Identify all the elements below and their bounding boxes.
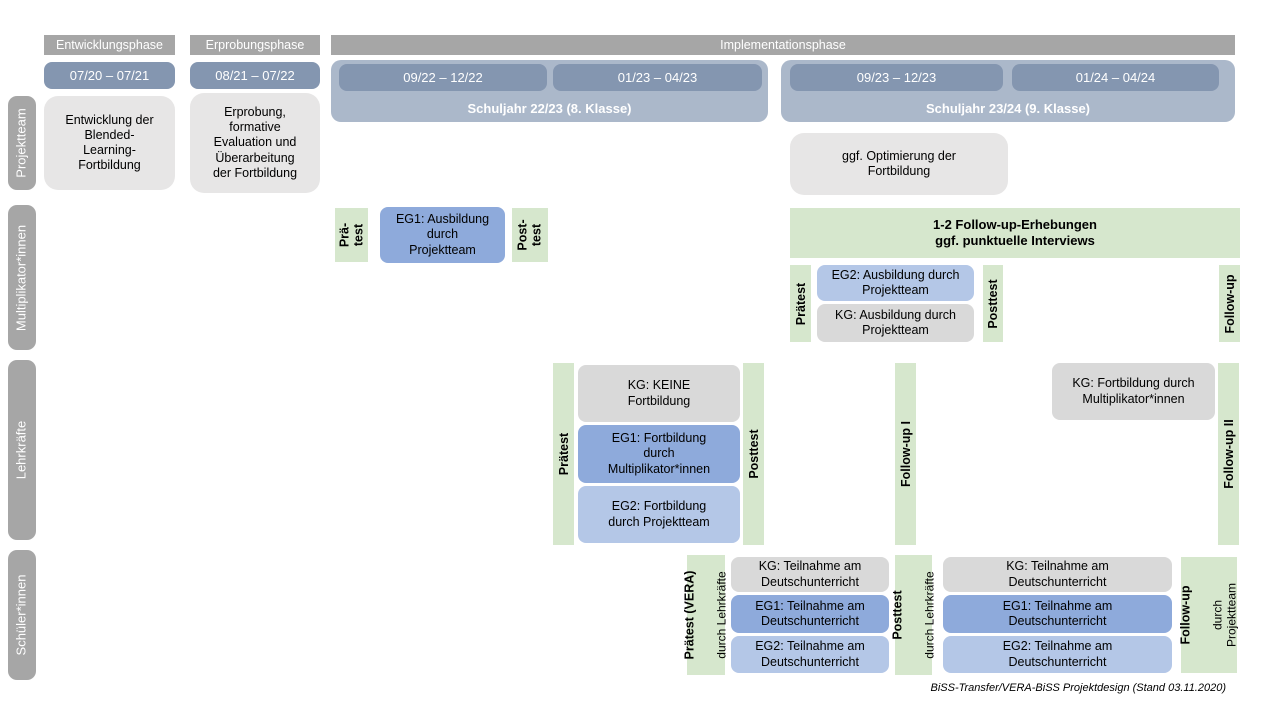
box-eg2-fortbildung-projektteam: EG2: Fortbildung durch Projektteam: [578, 486, 740, 543]
box-eg1-ausbildung-projektteam: EG1: Ausbildung durch Projektteam: [380, 207, 505, 263]
box-eg2-teilnahme-2: EG2: Teilnahme am Deutschunterricht: [943, 636, 1172, 673]
row-label-schuelerinnen: Schüler*innen: [8, 550, 36, 680]
testbar-followup2-lehrkraefte: Follow-up II: [1218, 363, 1239, 545]
schuljahr-2324-label: Schuljahr 23/24 (9. Klasse): [925, 101, 1091, 116]
testbar-posttest-lehrkraefte-text: Posttest: [746, 429, 761, 479]
testbar-praetest-lehrkraefte-text: Prätest: [556, 432, 571, 476]
box-optimierung-fortbildung: ggf. Optimierung der Fortbildung: [790, 133, 1008, 195]
testbar-praetest-multiplikatoren-1: Prä- test: [335, 208, 368, 262]
testbar-followup-multiplikatoren-text: Follow-up: [1222, 273, 1237, 334]
phase-entwicklungsphase: Entwicklungsphase: [44, 35, 175, 55]
box-eg1-fortbildung-multiplikatoren: EG1: Fortbildung durch Multiplikator*inn…: [578, 425, 740, 483]
schuljahr-2223-container: 09/22 – 12/22 01/23 – 04/23 Schuljahr 22…: [331, 60, 768, 122]
box-eg1-teilnahme-1: EG1: Teilnahme am Deutschunterricht: [731, 595, 889, 633]
testbar-posttest-multiplikatoren-1-text: Post- test: [515, 219, 544, 251]
praetest-vera-title: Prätest (VERA): [682, 570, 697, 660]
testbar-praetest-multiplikatoren-2: Prätest: [790, 265, 811, 342]
testbar-posttest-multiplikatoren-1: Post- test: [512, 208, 548, 262]
testbar-followup-schueler: Follow-up durch Projektteam: [1179, 557, 1238, 673]
banner-followup-erhebungen: 1-2 Follow-up-Erhebungen ggf. punktuelle…: [790, 208, 1240, 258]
date-range-0923-1223: 09/23 – 12/23: [790, 64, 1003, 91]
box-kg-teilnahme-1: KG: Teilnahme am Deutschunterricht: [731, 557, 889, 592]
row-label-projektteam-text: Projektteam: [13, 108, 29, 178]
box-erprobung-evaluation: Erprobung, formative Evaluation und Über…: [190, 93, 320, 193]
followup-schueler-title: Follow-up: [1178, 585, 1193, 645]
diagram-caption: BiSS-Transfer/VERA-BiSS Projektdesign (S…: [930, 682, 1226, 694]
testbar-posttest-multiplikatoren-2: Posttest: [983, 265, 1003, 342]
posttest-schueler-title: Posttest: [890, 590, 905, 640]
box-kg-keine-fortbildung: KG: KEINE Fortbildung: [578, 365, 740, 422]
testbar-followup-multiplikatoren: Follow-up: [1219, 265, 1240, 342]
box-entwicklung-fortbildung: Entwicklung der Blended- Learning- Fortb…: [44, 96, 175, 190]
testbar-praetest-lehrkraefte: Prätest: [553, 363, 574, 545]
testbar-praetest-multiplikatoren-2-text: Prätest: [793, 282, 808, 325]
testbar-posttest-lehrkraefte: Posttest: [743, 363, 764, 545]
testbar-praetest-multiplikatoren-1-text: Prä- test: [337, 222, 366, 248]
box-eg2-teilnahme-1: EG2: Teilnahme am Deutschunterricht: [731, 636, 889, 673]
row-label-projektteam: Projektteam: [8, 96, 36, 190]
schuljahr-2324-container: 09/23 – 12/23 01/24 – 04/24 Schuljahr 23…: [781, 60, 1235, 122]
praetest-vera-sub: durch Lehrkräfte: [714, 571, 729, 659]
row-label-multiplikatorinnen: Multiplikator*innen: [8, 205, 36, 350]
box-kg-teilnahme-2: KG: Teilnahme am Deutschunterricht: [943, 557, 1172, 592]
phase-implementationsphase: Implementationsphase: [331, 35, 1235, 55]
row-label-lehrkraefte-text: Lehrkräfte: [13, 420, 29, 480]
row-label-lehrkraefte: Lehrkräfte: [8, 360, 36, 540]
date-range-0720-0721: 07/20 – 07/21: [44, 62, 175, 89]
row-label-multiplikatorinnen-text: Multiplikator*innen: [13, 224, 29, 331]
testbar-followup2-lehrkraefte-text: Follow-up II: [1221, 419, 1236, 489]
date-range-0821-0722: 08/21 – 07/22: [190, 62, 320, 89]
date-range-0922-1222: 09/22 – 12/22: [339, 64, 547, 91]
row-label-schuelerinnen-text: Schüler*innen: [13, 574, 29, 656]
box-eg1-teilnahme-2: EG1: Teilnahme am Deutschunterricht: [943, 595, 1172, 633]
box-kg-ausbildung-projektteam: KG: Ausbildung durch Projektteam: [817, 304, 974, 342]
testbar-followup-schueler-text: Follow-up durch Projektteam: [1160, 583, 1257, 647]
testbar-posttest-multiplikatoren-2-text: Posttest: [985, 278, 1000, 329]
testbar-posttest-schueler: Posttest durch Lehrkräfte: [890, 555, 936, 675]
box-kg-fortbildung-multiplikatoren: KG: Fortbildung durch Multiplikator*inne…: [1052, 363, 1215, 420]
followup-schueler-sub: durch Projektteam: [1210, 582, 1239, 648]
phase-erprobungsphase: Erprobungsphase: [190, 35, 320, 55]
testbar-followup1-lehrkraefte-text: Follow-up I: [898, 421, 913, 487]
testbar-praetest-vera-schueler: Prätest (VERA) durch Lehrkräfte: [683, 555, 728, 675]
date-range-0123-0423: 01/23 – 04/23: [553, 64, 762, 91]
box-eg2-ausbildung-projektteam: EG2: Ausbildung durch Projektteam: [817, 265, 974, 301]
date-range-0124-0424: 01/24 – 04/24: [1012, 64, 1219, 91]
posttest-schueler-sub: durch Lehrkräfte: [921, 571, 936, 659]
schuljahr-2223-label: Schuljahr 22/23 (8. Klasse): [467, 101, 632, 116]
testbar-followup1-lehrkraefte: Follow-up I: [895, 363, 916, 545]
